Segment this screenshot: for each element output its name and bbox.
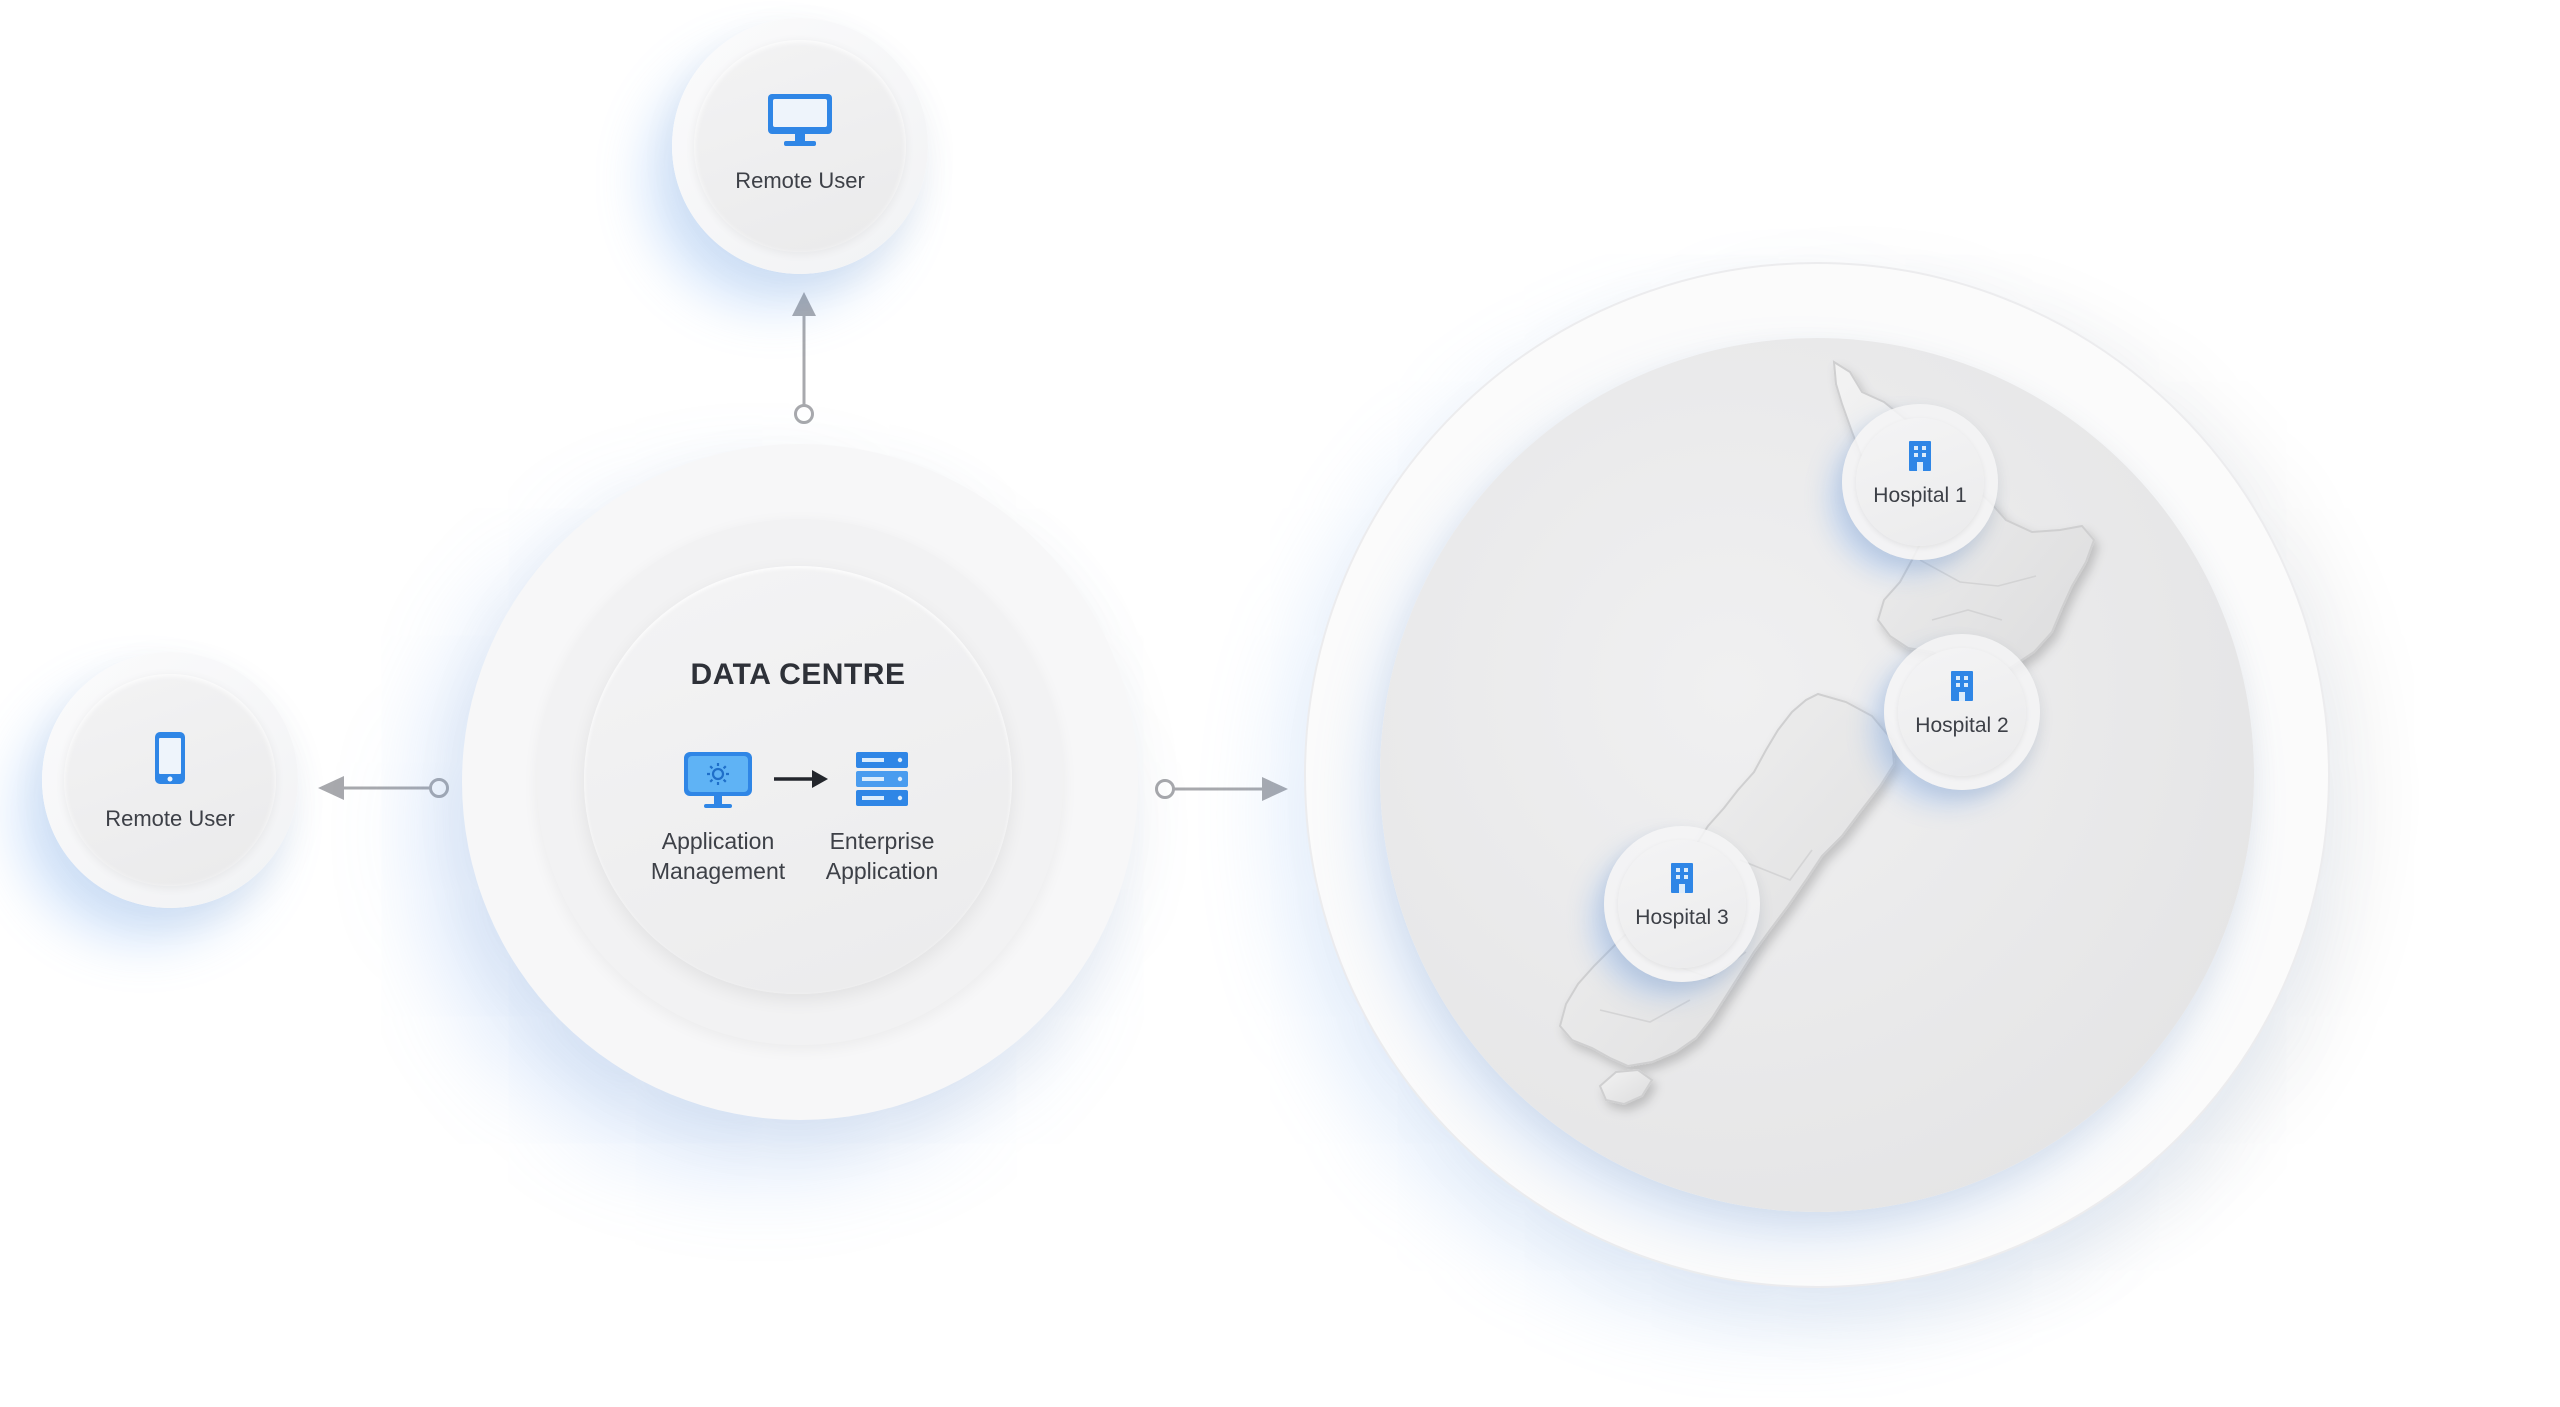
hospital-1-node[interactable]: Hospital 1 — [1842, 404, 1998, 560]
arrow-right-icon — [772, 768, 830, 790]
application-management-icon — [682, 750, 754, 810]
connector-up — [792, 292, 816, 424]
hospital-1-label: Hospital 1 — [1873, 484, 1967, 507]
hospital-3-node[interactable]: Hospital 3 — [1604, 826, 1760, 982]
connector-left — [318, 776, 449, 800]
desktop-monitor-icon — [766, 92, 834, 148]
hospital-2-label: Hospital 2 — [1915, 714, 2009, 737]
enterprise-application-caption: Enterprise Application — [825, 828, 939, 884]
building-icon — [1670, 862, 1694, 894]
data-centre-core[interactable]: DATA CENTRE — [584, 566, 1012, 994]
smartphone-icon — [152, 730, 188, 786]
remote-user-top-node[interactable]: Remote User — [672, 18, 928, 274]
hospital-3-label: Hospital 3 — [1635, 906, 1729, 929]
hospital-3-inner — [1618, 840, 1746, 968]
stewart-island — [1598, 1068, 1654, 1106]
hospital-2-inner — [1898, 648, 2026, 776]
hospital-1-inner — [1856, 418, 1984, 546]
data-centre-title: DATA CENTRE — [690, 658, 906, 691]
application-management-caption: Application Management — [650, 828, 786, 884]
server-stack-icon — [854, 750, 910, 808]
building-icon — [1950, 670, 1974, 702]
remote-user-top-label: Remote User — [735, 168, 865, 193]
remote-user-left-node[interactable]: Remote User — [42, 652, 298, 908]
building-icon — [1908, 440, 1932, 472]
connector-right — [1155, 777, 1288, 801]
remote-user-left-label: Remote User — [105, 806, 235, 831]
hospital-2-node[interactable]: Hospital 2 — [1884, 634, 2040, 790]
